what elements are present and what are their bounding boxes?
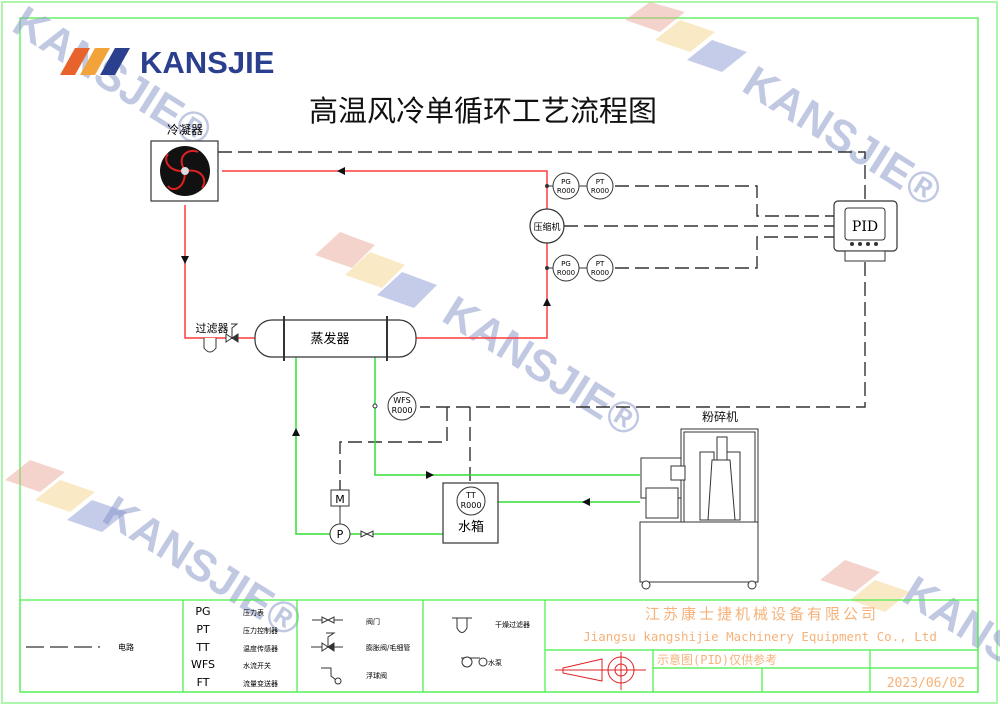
svg-text:PG: PG (561, 260, 571, 268)
svg-text:温度传感器: 温度传感器 (243, 644, 278, 653)
flow-arrow-icon (582, 498, 590, 506)
legend-float-valve-label: 浮球阀 (366, 671, 387, 680)
tt-tag: TT (465, 491, 476, 500)
electrical-lines (218, 151, 866, 490)
legend-water-pump-label: 水泵 (488, 658, 502, 667)
filter: 过滤器 (196, 322, 229, 353)
drawing-date: 2023/06/02 (887, 676, 965, 691)
svg-text:P: P (337, 528, 344, 541)
projection-symbol-icon (555, 652, 646, 690)
svg-text:R000: R000 (392, 406, 413, 415)
legend-abbreviations: PG 压力表 PT 压力控制器 TT 温度传感器 WFS 水流开关 FT 流量变… (191, 605, 278, 689)
legend-symbols (311, 616, 488, 685)
tt-id: R000 (461, 501, 482, 510)
svg-text:PG: PG (195, 605, 210, 618)
legend-dry-filter-label: 干燥过滤器 (495, 620, 530, 629)
svg-text:流量变送器: 流量变送器 (243, 679, 278, 688)
legend-expansion-label: 膨胀阀/毛细管 (366, 643, 410, 652)
pg-gauge-bottom: PG R000 (552, 254, 580, 282)
pt-controller-top: PT R000 (586, 172, 614, 200)
svg-text:R000: R000 (591, 269, 609, 277)
svg-text:R000: R000 (591, 187, 609, 195)
pg-gauge-top: PG R000 (552, 172, 580, 200)
logo-text: KANSJIE (140, 45, 274, 80)
pid-label: PID (852, 219, 878, 235)
svg-text:WFS: WFS (191, 658, 215, 671)
expansion-valve-icon (225, 323, 239, 343)
flow-arrow-icon (292, 428, 300, 436)
svg-text:R000: R000 (557, 269, 575, 277)
evaporator-label: 蒸发器 (310, 331, 349, 347)
compressor: 压缩机 (529, 208, 565, 244)
flow-arrow-icon (337, 167, 345, 175)
condenser-label: 冷凝器 (167, 122, 203, 137)
company-name-en: Jiangsu kangshijie Machinery Equipment C… (583, 629, 937, 644)
wfs-flow-switch: WFS R000 (387, 391, 417, 421)
svg-text:PT: PT (596, 260, 605, 268)
valve-icon (360, 530, 374, 538)
company-logo: KANSJIE (60, 45, 274, 80)
svg-text:PT: PT (196, 623, 210, 636)
legend-table (19, 599, 979, 693)
svg-text:M: M (335, 493, 345, 506)
pulverizer: 粉碎机 (639, 409, 759, 590)
svg-text:R000: R000 (557, 187, 575, 195)
svg-text:WFS: WFS (393, 396, 410, 405)
condenser: 冷凝器 (150, 122, 219, 202)
legend-circuit-label: 电路 (118, 642, 134, 652)
svg-text:TT: TT (195, 641, 210, 654)
svg-text:压力表: 压力表 (243, 608, 264, 617)
pt-controller-bottom: PT R000 (586, 254, 614, 282)
flow-arrow-icon (181, 256, 189, 264)
svg-text:水流开关: 水流开关 (243, 661, 271, 670)
pulverizer-label: 粉碎机 (702, 409, 738, 424)
flow-arrow-icon (426, 471, 434, 479)
motor: M (330, 489, 350, 524)
pid-controller: PID (833, 200, 898, 262)
evaporator: 蒸发器 (254, 316, 417, 361)
diagram-title: 高温风冷单循环工艺流程图 (309, 94, 657, 128)
svg-text:PT: PT (596, 178, 605, 186)
svg-text:压力控制器: 压力控制器 (243, 626, 278, 635)
legend-valve-label: 阀门 (366, 617, 380, 626)
watermark-text: KANSJIE® (735, 57, 950, 217)
flow-arrow-icon (543, 298, 551, 306)
company-name-cn: 江苏康士捷机械设备有限公司 (645, 605, 879, 623)
water-pump: P (329, 523, 351, 545)
water-tank-label: 水箱 (458, 519, 484, 535)
watermark-text: KANSJIE® (435, 287, 650, 447)
filter-label: 过滤器 (196, 322, 229, 335)
reference-note: 示意图(PID)仅供参考 (657, 652, 777, 667)
compressor-label: 压缩机 (533, 221, 560, 233)
water-tank: TT R000 水箱 (442, 482, 499, 544)
svg-text:FT: FT (197, 676, 210, 689)
svg-text:PG: PG (561, 178, 571, 186)
